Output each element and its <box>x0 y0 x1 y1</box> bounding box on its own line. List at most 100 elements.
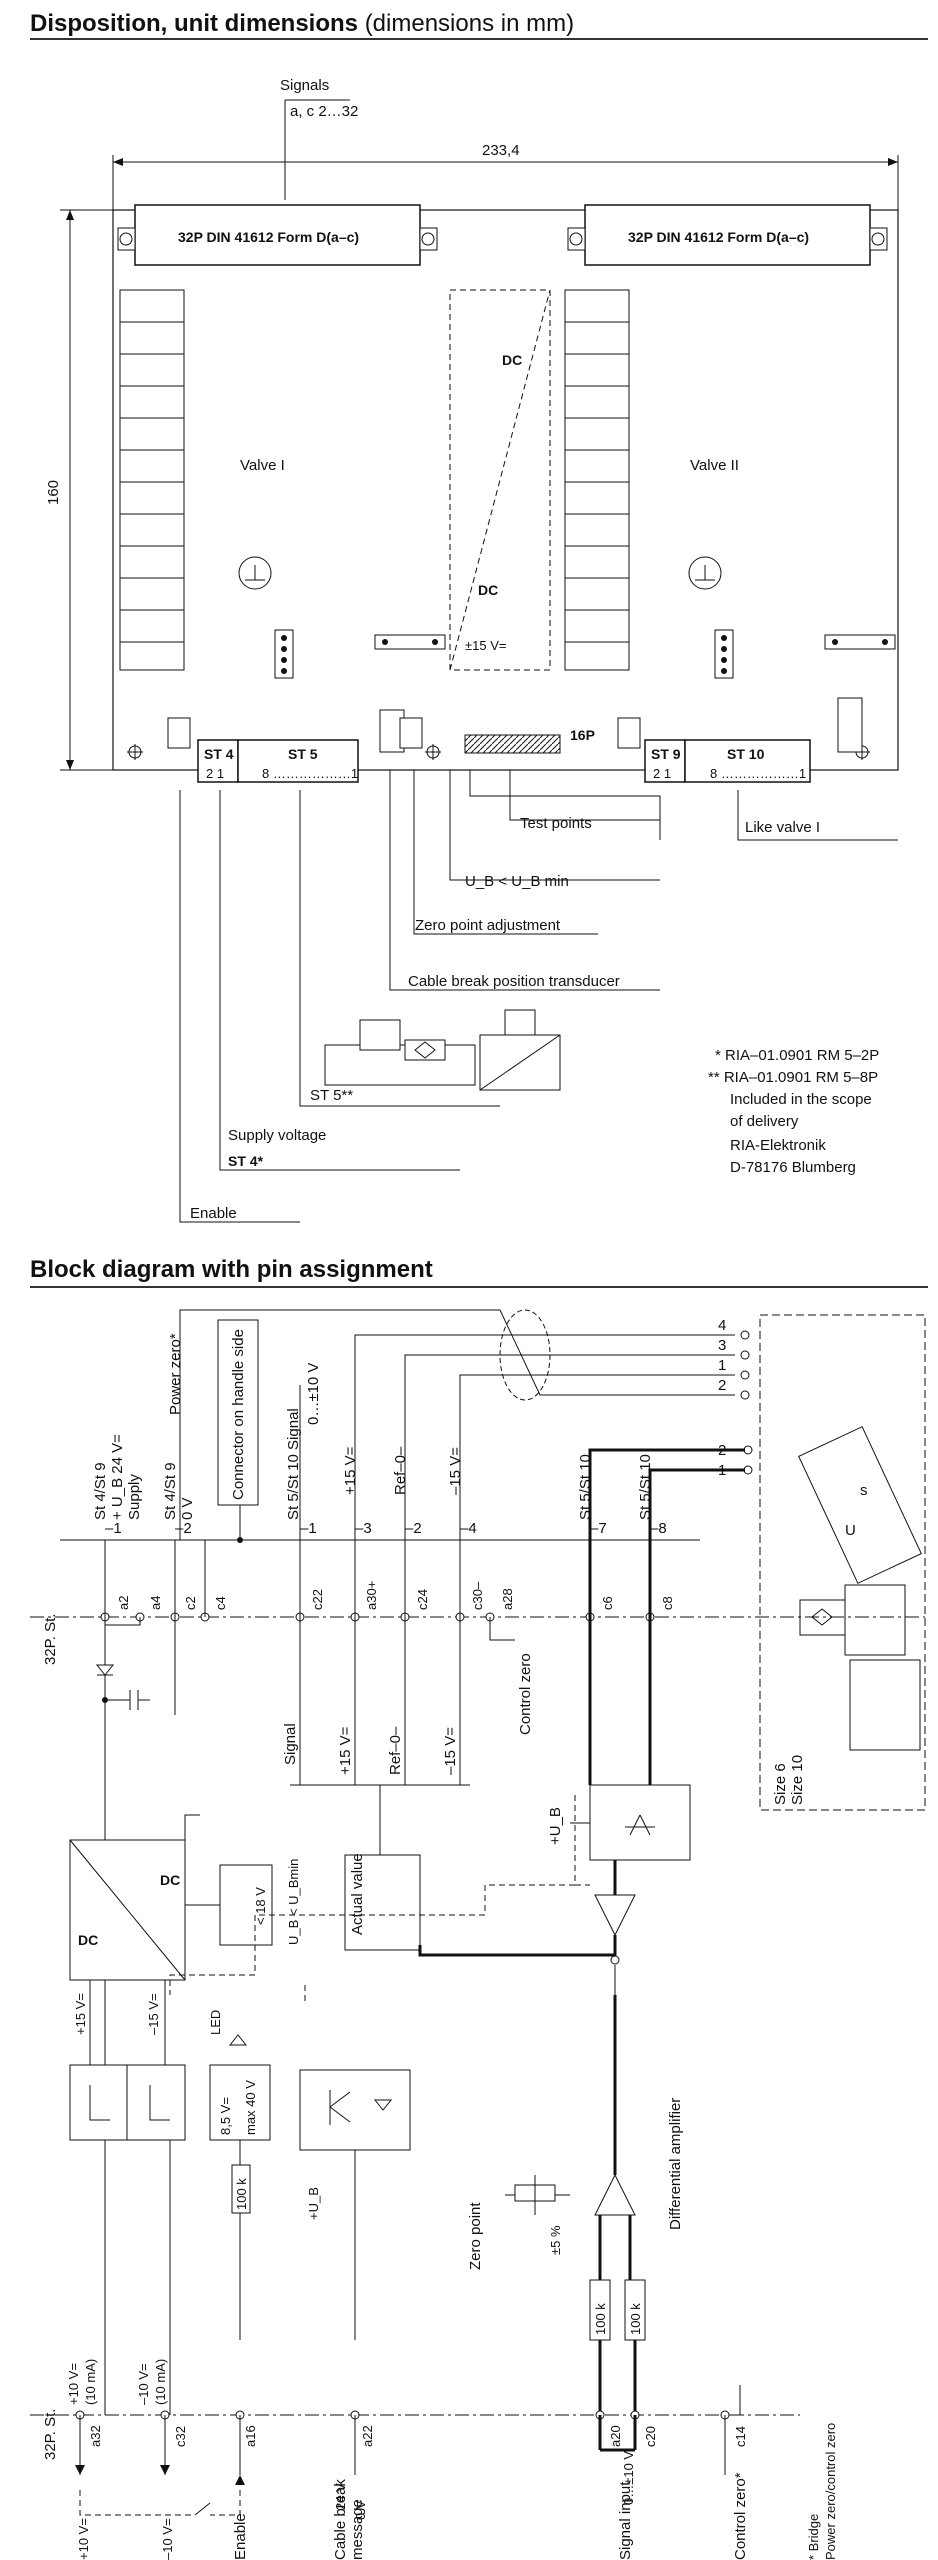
module-stack-center <box>564 289 630 671</box>
label-led: LED <box>208 2010 223 2035</box>
signals-pins: a, c 2…32 <box>290 103 358 120</box>
diode-icon <box>95 1664 115 1676</box>
callout-ub-min: U_B < U_B min <box>465 873 569 890</box>
label-cable-break-b: message <box>349 2499 366 2560</box>
bus-pin: –7 <box>590 1520 607 1537</box>
width-dimension: 233,4 <box>482 142 520 159</box>
st4-pins: 2 1 <box>206 766 224 781</box>
connector-right: 32P DIN 41612 Form D(a–c) <box>567 204 888 266</box>
pin-bottom: c32 <box>173 2426 188 2447</box>
row-label-bottom: 32P. St. <box>42 2409 59 2460</box>
callout-st4: ST 4* <box>228 1153 264 1169</box>
pin-top: c2 <box>183 1596 198 1610</box>
potentiometer-icon <box>238 556 272 590</box>
callout-zero-point: Zero point adjustment <box>415 917 561 934</box>
label-enable: Enable <box>232 2513 249 2560</box>
valve-right-label: Valve II <box>690 457 739 474</box>
pin-bottom: a20 <box>608 2425 623 2447</box>
module-stack-left <box>119 289 185 671</box>
pin-top: c22 <box>310 1589 325 1610</box>
pin-top: a30+ <box>364 1581 379 1610</box>
st10-pins: 8 ………………1 <box>710 766 806 781</box>
pin-top: a2 <box>116 1596 131 1610</box>
label-bottom-minus10: –10 V= <box>160 2518 175 2560</box>
dc-label-b: DC <box>160 1872 180 1888</box>
mount-hole-icon <box>425 744 441 760</box>
label-zero-point: Zero point <box>467 2202 484 2270</box>
size10-label: Size 10 <box>789 1755 806 1805</box>
st9-pins: 2 1 <box>653 766 671 781</box>
connector-handle-box <box>217 1319 259 1506</box>
label-r100k: 100 k <box>234 2178 249 2210</box>
label-signal-vert: Signal <box>282 1723 299 1765</box>
label-minus15: –15 V= <box>447 1447 464 1495</box>
label-ub-plus: +U_B <box>547 1807 564 1845</box>
callout-cable-break: Cable break position transducer <box>408 973 620 990</box>
transducer-box: s U Size 6 Size 10 <box>759 1314 926 1811</box>
pin-top: c24 <box>415 1589 430 1610</box>
output-amplifier <box>589 1784 691 1861</box>
pin-top: c6 <box>600 1596 615 1610</box>
bus-pin: –2 <box>405 1520 422 1537</box>
section-title-text: Block diagram with pin assignment <box>30 1256 433 1283</box>
dc-dc-converter: DC DC <box>69 1839 186 1981</box>
test-strip <box>714 629 734 679</box>
harness-pin: 2 <box>718 1377 726 1394</box>
label-control-zero-bottom: Control zero* <box>732 2472 749 2560</box>
label-actual-value: Actual value <box>349 1853 366 1935</box>
footnote-5: RIA-Elektronik <box>730 1137 826 1154</box>
label-supply-top: St 4/St 9 <box>92 1462 109 1520</box>
test-strip <box>274 629 294 679</box>
callout-test-points: Test points <box>520 815 592 832</box>
footnote-3: Included in the scope <box>730 1091 872 1108</box>
block-diagram: Power zero* St 4/St 9 + U_B 24 V= Supply… <box>30 1309 926 2560</box>
harness-connector: 4 3 1 2 2 1 <box>718 1317 753 1479</box>
pin-top: c4 <box>213 1596 228 1610</box>
callout-like-valve: Like valve I <box>745 819 820 836</box>
label-connector-handle: Connector on handle side <box>230 1329 247 1500</box>
label-plus15: +15 V= <box>342 1446 359 1495</box>
led-icon <box>228 2034 248 2046</box>
footnote-1: * RIA–01.0901 RM 5–2P <box>715 1047 879 1064</box>
callout-enable: Enable <box>190 1205 237 1222</box>
label-supply-mid: + U_B 24 V= <box>109 1434 126 1520</box>
pin-top: a28 <box>500 1588 515 1610</box>
label-minus15-vert: –15 V= <box>442 1727 459 1775</box>
label-out-plus10: +10 V= <box>66 2363 81 2405</box>
bus-pin: –4 <box>460 1520 477 1537</box>
label-out-plus10-ma: (10 mA) <box>83 2359 98 2405</box>
undervoltage-comparator <box>219 1864 273 1946</box>
height-dimension: 160 <box>45 480 62 505</box>
st9-label: ST 9 <box>651 746 681 762</box>
mount-hole-icon <box>127 744 143 760</box>
label-input-range: 0…±10 V <box>621 2451 636 2505</box>
pin-bottom: c20 <box>643 2426 658 2447</box>
label-led-v1: 8,5 V= <box>218 2097 233 2135</box>
bus-pin: –1 <box>300 1520 317 1537</box>
board-outline <box>112 209 899 771</box>
st4-connector: ST 4 2 1 <box>197 739 239 783</box>
dc-label-a: DC <box>78 1932 98 1948</box>
st5-label: ST 5 <box>288 746 318 762</box>
callout-st5: ST 5** <box>310 1087 353 1104</box>
signals-label: Signals <box>280 77 329 94</box>
harness-pin: 1 <box>718 1357 726 1374</box>
dc-converter: DC DC ±15 V= <box>449 289 551 671</box>
label-bottom-plus10: +10 V= <box>76 2518 91 2560</box>
section-title-text: Disposition, unit dimensions <box>30 10 359 37</box>
label-bridge-a: * Bridge <box>806 2514 821 2560</box>
pin-bottom: c14 <box>733 2426 748 2447</box>
label-diff-amp: Differential amplifier <box>667 2098 684 2230</box>
led-driver: 8,5 V= max 40 V LED <box>208 2010 271 2141</box>
resistor <box>231 2164 251 2214</box>
pin-top: a4 <box>148 1596 163 1610</box>
label-cable-break-0v: 0 V <box>353 2500 368 2520</box>
pin-top: c30– <box>470 1581 485 1610</box>
bus-pin: –3 <box>355 1520 372 1537</box>
harness-pin: 1 <box>718 1462 726 1479</box>
label-power-zero: Power zero* <box>167 1333 184 1415</box>
disposition-drawing: Signals a, c 2…32 233,4 160 32P DIN 4161… <box>45 77 899 1223</box>
regulator-block <box>69 2064 186 2141</box>
harness-pin: 4 <box>718 1317 726 1334</box>
capacitor-icon <box>105 1690 150 1710</box>
